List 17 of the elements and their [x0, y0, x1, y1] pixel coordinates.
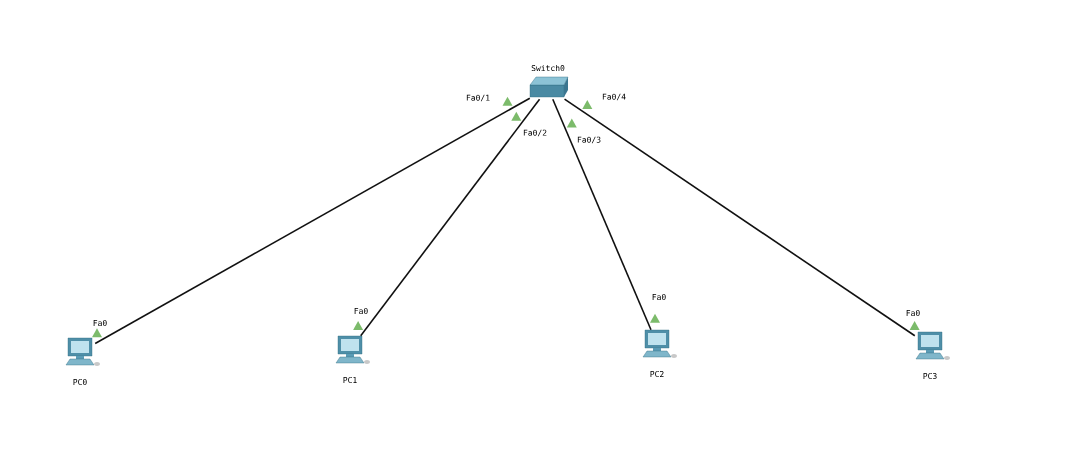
- device-label: PC0: [73, 378, 87, 386]
- device-label: PC2: [650, 370, 664, 378]
- link-cable: [94, 97, 531, 345]
- port-label: Fa0: [93, 319, 107, 327]
- device-label: Switch0: [531, 64, 565, 72]
- device-label: PC3: [923, 372, 937, 380]
- port-label: Fa0/4: [602, 93, 626, 101]
- port-label: Fa0: [906, 309, 920, 317]
- port-label: Fa0/1: [466, 94, 490, 102]
- port-label: Fa0/3: [577, 136, 601, 144]
- port-label: Fa0: [652, 293, 666, 301]
- port-label: Fa0: [354, 307, 368, 315]
- port-label: Fa0/2: [523, 129, 547, 137]
- link-cable: [563, 98, 916, 337]
- device-label: PC1: [343, 376, 357, 384]
- link-cable: [359, 98, 541, 337]
- link-cable: [551, 98, 652, 331]
